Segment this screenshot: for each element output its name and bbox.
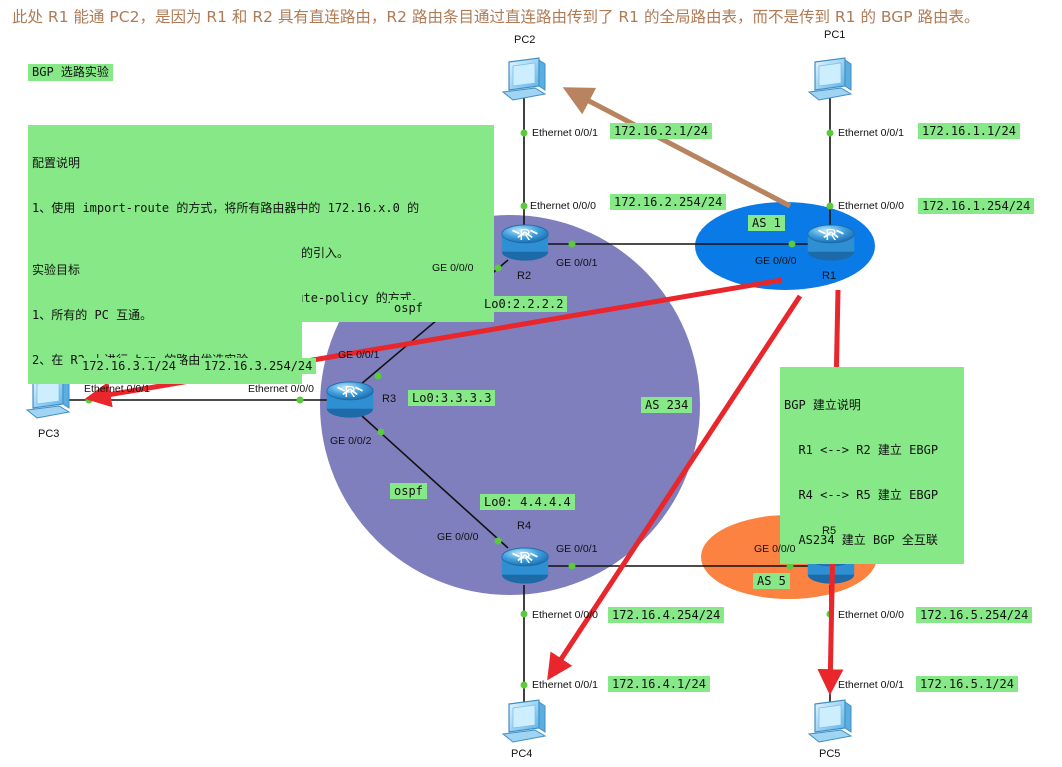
arrow-r1-to-pc2	[562, 87, 792, 209]
port-label: GE 0/0/0	[754, 543, 796, 555]
r3-ip-label: 172.16.3.254/24	[200, 358, 317, 374]
device-name-r1: R1	[822, 270, 837, 282]
port-label: GE 0/0/0	[432, 262, 474, 274]
port-label: Ethernet 0/0/0	[838, 609, 904, 621]
pc1-icon[interactable]	[808, 57, 852, 101]
title-note: BGP 选路实验	[28, 64, 113, 81]
pc5-ip-label: 172.16.5.1/24	[916, 676, 1018, 692]
router-glyph: R	[825, 227, 837, 244]
router-r4-icon[interactable]: R	[500, 547, 550, 585]
r5-ip-label: 172.16.5.254/24	[916, 607, 1033, 623]
port-dot	[826, 202, 834, 210]
bgp-note-line: R4 <--> R5 建立 EBGP	[784, 488, 939, 502]
r1-ip-label: 172.16.1.254/24	[918, 198, 1035, 214]
device-name-r5: R5	[822, 525, 837, 537]
pc5-icon[interactable]	[808, 699, 852, 743]
bgp-note: BGP 建立说明 R1 <--> R2 建立 EBGP R4 <--> R5 建…	[780, 367, 964, 564]
port-label: GE 0/0/1	[556, 543, 598, 555]
device-name-r3: R3	[382, 393, 397, 405]
as234-label: AS 234	[641, 397, 693, 413]
device-name-pc1: PC1	[824, 29, 846, 41]
port-label: Ethernet 0/0/0	[838, 200, 904, 212]
port-dot	[568, 562, 576, 570]
arrow-r1-to-pc4	[547, 294, 803, 681]
pc3-ip-label: 172.16.3.1/24	[78, 358, 180, 374]
r2-loopback-label: Lo0:2.2.2.2	[480, 296, 568, 312]
goal-note-title: 实验目标	[32, 263, 81, 277]
header-text: 此处 R1 能通 PC2，是因为 R1 和 R2 具有直连路由，R2 路由条目通…	[12, 8, 980, 26]
bgp-note-line: AS234 建立 BGP 全互联	[784, 533, 938, 547]
device-name-r4: R4	[517, 520, 532, 532]
port-dot	[520, 202, 528, 210]
port-dot	[494, 537, 502, 545]
device-name-pc2: PC2	[514, 34, 536, 46]
ospf-label: ospf	[390, 300, 427, 316]
router-r3-icon[interactable]: R	[325, 381, 375, 419]
port-label: GE 0/0/1	[556, 257, 598, 269]
port-dot	[520, 681, 528, 689]
link-r3-r4	[361, 415, 509, 549]
pc2-ip-label: 172.16.2.1/24	[610, 123, 712, 139]
router-r1-icon[interactable]: R	[806, 224, 856, 262]
r2-ip-label: 172.16.2.254/24	[610, 194, 727, 210]
pc4-ip-label: 172.16.4.1/24	[608, 676, 710, 692]
bgp-note-title: BGP 建立说明	[784, 398, 861, 412]
port-dot	[786, 562, 794, 570]
port-dot	[374, 372, 382, 380]
port-dot	[788, 240, 796, 248]
port-dot	[826, 129, 834, 137]
port-dot	[520, 129, 528, 137]
device-name-r2: R2	[517, 270, 532, 282]
as5-label: AS 5	[753, 573, 790, 589]
config-note-line: 1、使用 import-route 的方式，将所有路由器中的 172.16.x.…	[32, 201, 420, 215]
port-label: Ethernet 0/0/0	[530, 200, 596, 212]
port-dot	[520, 610, 528, 618]
port-label: GE 0/0/2	[330, 435, 372, 447]
ospf-label: ospf	[390, 483, 427, 499]
port-label: GE 0/0/0	[437, 531, 479, 543]
r4-loopback-label: Lo0: 4.4.4.4	[480, 494, 575, 510]
port-label: Ethernet 0/0/1	[838, 127, 904, 139]
goal-note-line: 1、所有的 PC 互通。	[32, 308, 153, 322]
r3-loopback-label: Lo0:3.3.3.3	[408, 390, 496, 406]
device-name-pc3: PC3	[38, 428, 60, 440]
port-dot	[377, 428, 385, 436]
port-label: GE 0/0/1	[338, 349, 380, 361]
device-name-pc4: PC4	[511, 748, 533, 760]
pc4-icon[interactable]	[502, 699, 546, 743]
config-note-title: 配置说明	[32, 156, 81, 170]
router-r2-icon[interactable]: R	[500, 224, 550, 262]
port-label: Ethernet 0/0/1	[84, 383, 150, 395]
as1-label: AS 1	[748, 215, 785, 231]
port-label: Ethernet 0/0/1	[532, 679, 598, 691]
pc1-ip-label: 172.16.1.1/24	[918, 123, 1020, 139]
pc2-icon[interactable]	[502, 57, 546, 101]
router-glyph: R	[519, 550, 531, 567]
port-label: Ethernet 0/0/0	[532, 609, 598, 621]
port-dot	[296, 396, 304, 404]
port-label: GE 0/0/0	[755, 255, 797, 267]
port-dot	[494, 264, 502, 272]
device-name-pc5: PC5	[819, 748, 841, 760]
router-glyph: R	[519, 227, 531, 244]
port-dot	[568, 240, 576, 248]
port-label: Ethernet 0/0/1	[838, 679, 904, 691]
port-label: Ethernet 0/0/1	[532, 127, 598, 139]
port-label: Ethernet 0/0/0	[248, 383, 314, 395]
router-glyph: R	[344, 384, 356, 401]
bgp-note-line: R1 <--> R2 建立 EBGP	[784, 443, 939, 457]
r4-ip-label: 172.16.4.254/24	[608, 607, 725, 623]
